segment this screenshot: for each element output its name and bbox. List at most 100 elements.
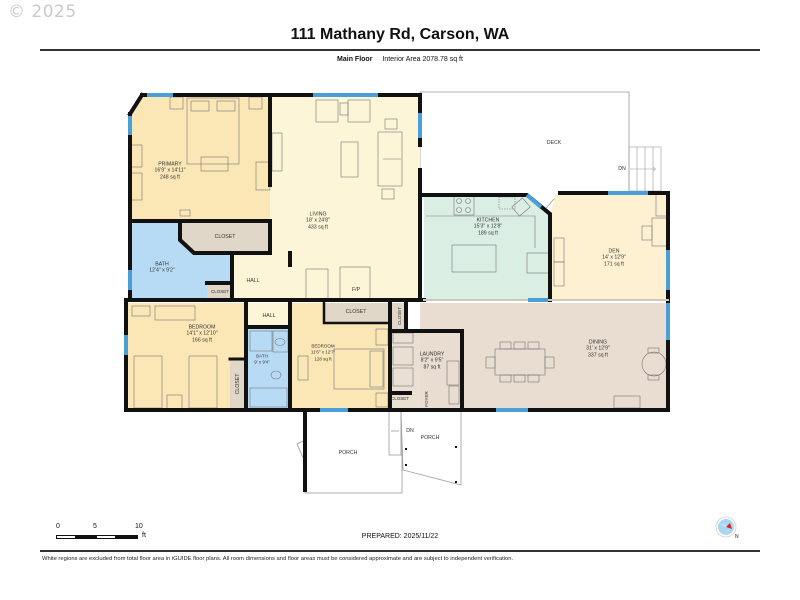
room-label-bath2: BATH 9' x 9'4" (254, 354, 270, 367)
compass-north-label: N (735, 534, 739, 540)
floor-subtitle: Main Floor Interior Area 2078.78 sq ft (0, 56, 800, 63)
scale-unit: ft (142, 532, 146, 539)
room-label-foyer: FOYER (424, 391, 430, 407)
room-label-porch-left: PORCH (339, 450, 358, 456)
room-label-den: DEN 14' x 12'9" 171 sq ft (602, 248, 626, 267)
room-dims: 9' x 9'4" (254, 360, 270, 365)
room-area: 189 sq ft (478, 230, 498, 237)
header-divider (40, 49, 760, 51)
room-dims: 8'2" x 9'5" (420, 357, 444, 364)
room-label-primary: PRIMARY 16'9" x 14'11" 248 sq ft (155, 161, 186, 180)
room-name: KITCHEN (476, 217, 500, 224)
room-name: HALL (262, 312, 276, 319)
prepared-date: PREPARED: 2025/11/22 (361, 533, 439, 540)
room-name: F/P (351, 286, 361, 293)
room-name: CLOSET (214, 233, 236, 240)
room-dims: 18' x 24'8" (306, 217, 330, 224)
room-name: FOYER (423, 391, 429, 407)
room-label-deck: DECK (547, 140, 561, 146)
windows (124, 93, 670, 412)
room-label-closet-laundry: CLOSET (391, 396, 409, 402)
room-label-laundry: LAUNDRY 8'2" x 9'5" 87 sq ft (420, 351, 445, 370)
scale-bar: 0 5 10 ft (54, 523, 154, 543)
room-label-closet-vertical-small: CLOSET (397, 307, 403, 325)
room-name: PORCH (338, 449, 358, 456)
room-name: DINING (588, 339, 608, 346)
room-name: BEDROOM (311, 343, 335, 349)
room-name: HALL (246, 277, 260, 284)
room-dims: 16'9" x 14'11" (154, 167, 186, 174)
room-name: DECK (546, 139, 562, 146)
footer-divider (40, 550, 760, 552)
room-dims: 12'4" x 9'2" (149, 268, 175, 274)
room-label-dining: DINING 31' x 12'9" 337 sq ft (586, 339, 610, 358)
scale-segment (76, 535, 96, 539)
room-label-porch-right: PORCH (421, 435, 440, 441)
room-label-closet-primary: CLOSET (215, 234, 236, 240)
scale-tick-10: 10 (135, 523, 143, 530)
room-name: CLOSET (396, 306, 402, 326)
room-closet-primary-fill (180, 222, 270, 253)
stairs-down-label: DN (618, 165, 626, 172)
room-name: DEN (608, 248, 620, 255)
disclaimer-text: White regions are excluded from total fl… (42, 556, 514, 562)
copyright-watermark: © 2025 (8, 2, 77, 22)
room-area: 248 sq ft (160, 174, 180, 181)
room-kitchen-fill (424, 195, 550, 300)
room-area: 87 sq ft (423, 364, 441, 371)
room-closet-bath-fill (207, 283, 232, 300)
room-living-fill (270, 95, 420, 300)
room-name: CLOSET (234, 373, 241, 395)
room-label-living: LIVING 18' x 24'8" 433 sq ft (306, 211, 330, 230)
page-title: 111 Mathany Rd, Carson, WA (290, 26, 510, 43)
scale-segment (96, 535, 116, 539)
room-area: 433 sq ft (308, 224, 328, 231)
room-label-bath-primary: BATH 12'4" x 9'2" (149, 262, 175, 275)
room-name: LAUNDRY (419, 351, 445, 358)
scale-tick-5: 5 (93, 523, 97, 530)
deck-stairs (628, 146, 662, 192)
compass-icon: N (715, 516, 739, 540)
room-primary-fill (130, 95, 270, 221)
room-name: BATH (256, 353, 268, 359)
scale-segment (116, 535, 138, 539)
room-label-bedroom2: BEDROOM 11'6" x 12'7" 128 sq ft (311, 343, 335, 362)
room-name: LIVING (309, 211, 327, 218)
room-dims: 14' x 12'9" (602, 254, 626, 261)
room-label-hall-upper: HALL (247, 278, 260, 284)
stairs-down-label: DN (406, 427, 414, 434)
room-area: 337 sq ft (588, 352, 608, 359)
room-label-kitchen: KITCHEN 15'3" x 12'8" 189 sq ft (474, 217, 502, 236)
room-dims: 31' x 12'9" (586, 345, 610, 352)
room-dims: 11'6" x 12'7" (310, 349, 336, 355)
porch-right-area (388, 410, 462, 486)
room-label-fireplace: F/P (352, 287, 360, 293)
interior-area: Interior Area 2078.78 sq ft (382, 56, 463, 63)
room-closet-bedroom1-fill (230, 359, 246, 409)
porch-stairs-label: DN (406, 428, 414, 434)
floor-name: Main Floor (337, 56, 373, 63)
room-label-hall-lower: HALL (263, 313, 276, 319)
room-label-closet-bedroom1: CLOSET (235, 374, 241, 395)
scale-segment (56, 535, 76, 539)
room-area: 166 sq ft (192, 337, 212, 344)
room-den-fill (550, 193, 668, 300)
room-name: CLOSET (210, 288, 230, 294)
deck-stairs-label: DN (618, 166, 626, 172)
room-label-closet-bath: CLOSET (211, 289, 229, 295)
room-name: CLOSET (345, 308, 367, 315)
room-closet-bedroom2-fill (324, 303, 388, 323)
room-name: BATH (155, 261, 169, 268)
room-name: PRIMARY (158, 161, 182, 168)
room-dims: 15'3" x 12'8" (473, 223, 503, 230)
room-label-bedroom1: BEDROOM 14'1" x 12'10" 166 sq ft (186, 324, 217, 343)
room-name: PORCH (420, 434, 440, 441)
room-area: 171 sq ft (604, 261, 624, 268)
room-dims: 14'1" x 12'10" (186, 330, 218, 337)
room-bath-primary-fill (130, 222, 232, 300)
room-hall-upper-fill (232, 253, 270, 300)
scale-tick-0: 0 (56, 523, 60, 530)
room-closet-vertical-fill (392, 303, 406, 331)
room-hall-lower-fill (248, 303, 290, 327)
